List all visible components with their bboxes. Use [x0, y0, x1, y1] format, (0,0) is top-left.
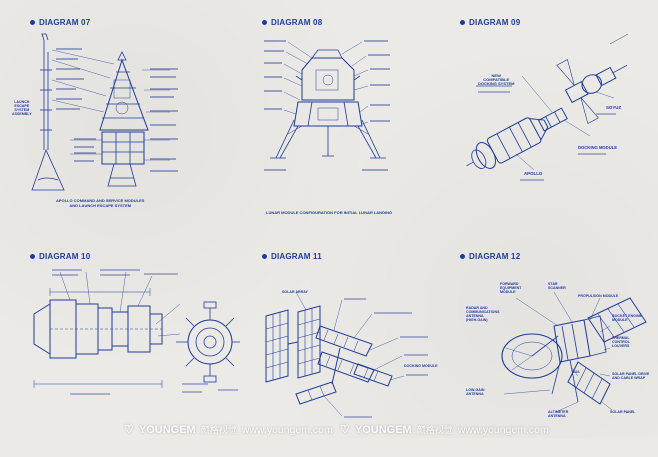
- star-scanner-label: STAR SCANNER: [548, 282, 566, 290]
- bullet-dot: [460, 20, 465, 25]
- rocket-engine-label: ROCKET ENGINE MODULE: [612, 314, 642, 322]
- apollo-soyuz-drawing: [466, 33, 629, 181]
- apollo-csm-drawing: [31, 33, 178, 191]
- bus-label: BUS: [572, 370, 580, 374]
- apollo-label: APOLLO: [524, 171, 543, 176]
- compatible-docking-label: NEW COMPATIBLE DOCKING SYSTEM: [478, 73, 515, 86]
- soyuz-label: SOYUZ: [606, 105, 622, 110]
- altimeter-label: ALTIMETER ANTENNA: [548, 410, 569, 418]
- propulsion-module-label: PROPULSION MODULE: [578, 294, 619, 298]
- solar-panel-label: SOLAR PANEL: [610, 410, 636, 414]
- diagram-11-title: DIAGRAM 11: [262, 252, 322, 261]
- forward-equipment-label: FORWARD EQUIPMENT MODULE: [500, 282, 522, 294]
- diagram-12-title: DIAGRAM 12: [460, 252, 520, 261]
- bullet-dot: [30, 20, 35, 25]
- spacecraft-probe-drawing: [501, 291, 647, 413]
- lunar-module-drawing: [264, 40, 390, 171]
- bullet-dot: [460, 254, 465, 259]
- low-gain-label: LOW-GAIN ANTENNA: [466, 388, 485, 396]
- thermal-control-label: THERMAL CONTROL LOUVERS: [612, 336, 630, 348]
- radar-label: RADAR AND COMMUNICATIONS ANTENNA (HIGH-G…: [466, 306, 500, 322]
- diagram-07-panel: DIAGRAM 07 LAUNCH ESCAPE SYSTEM ASSEMBLY: [12, 18, 240, 223]
- diagram-12-panel: DIAGRAM 12: [460, 252, 650, 457]
- space-station-drawing: [265, 291, 428, 418]
- diagram-07-title: DIAGRAM 07: [30, 18, 90, 27]
- les-side-label: LAUNCH ESCAPE SYSTEM ASSEMBLY: [12, 100, 32, 116]
- bullet-dot: [262, 254, 267, 259]
- bullet-dot: [262, 20, 267, 25]
- diagram-10-panel: DIAGRAM 10: [30, 252, 240, 457]
- watermark-left: ♡ YOUNGEM 颜格视觉 www.youngem.com: [124, 423, 333, 437]
- docking-assembly-drawing: [33, 269, 240, 395]
- watermark-right: ♡ YOUNGEM 颜格视觉 www.youngem.com: [340, 423, 549, 437]
- docking-module-label: DOCKING MODULE: [578, 145, 618, 150]
- diagram-11-panel: DIAGRAM 11: [262, 252, 472, 457]
- diagram-09-panel: DIAGRAM 09: [460, 18, 650, 223]
- docking-module-label-11: DOCKING MODULE: [404, 364, 438, 368]
- diagram-07-caption: APOLLO COMMAND AND SERVICE MODULES AND L…: [56, 198, 145, 208]
- solar-panel-drive-label: SOLAR PANEL DRIVE AND CABLE WRAP: [612, 372, 650, 380]
- heart-logo-icon: ♡: [340, 424, 350, 436]
- bullet-dot: [30, 254, 35, 259]
- diagram-09-title: DIAGRAM 09: [460, 18, 520, 27]
- diagram-08-title: DIAGRAM 08: [262, 18, 322, 27]
- diagram-10-title: DIAGRAM 10: [30, 252, 90, 261]
- solar-array-label: SOLAR ARRAY: [282, 290, 308, 294]
- diagram-08-caption: LUNAR MODULE CONFIGURATION FOR INITIAL L…: [266, 210, 393, 215]
- heart-logo-icon: ♡: [124, 424, 134, 436]
- diagram-08-panel: DIAGRAM 08: [262, 18, 472, 223]
